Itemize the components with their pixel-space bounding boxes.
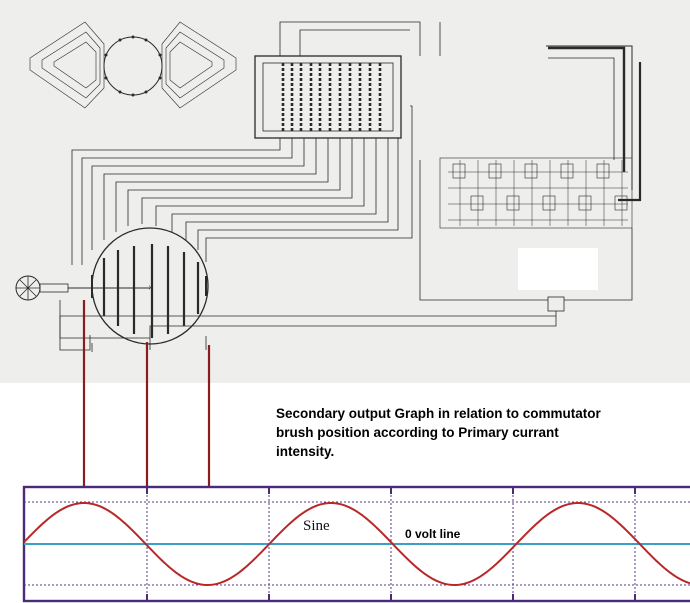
wire-bundle (71, 105, 413, 265)
caption-line-1: Secondary output Graph in relation to co… (276, 406, 602, 421)
sine-label: Sine (303, 518, 330, 534)
caption-line-2: brush position according to Primary curr… (276, 425, 559, 440)
switch-bank (419, 45, 642, 301)
graph-tick-marks (146, 487, 636, 601)
small-terminal-box (59, 296, 565, 351)
graph-caption: Secondary output Graph in relation to co… (276, 406, 602, 459)
zero-volt-line-label: 0 volt line (405, 527, 461, 541)
svg-text:×: × (148, 283, 154, 294)
blank-label-patch (518, 248, 598, 290)
ring-coil-assembly (29, 21, 237, 109)
patent-drawing-background (0, 0, 690, 383)
commutator: × (15, 227, 209, 352)
caption-line-3: intensity. (276, 444, 334, 459)
sine-wave (23, 501, 690, 587)
patent-drawing: × (15, 21, 642, 352)
output-graph: Sine 0 volt line (22, 485, 690, 603)
